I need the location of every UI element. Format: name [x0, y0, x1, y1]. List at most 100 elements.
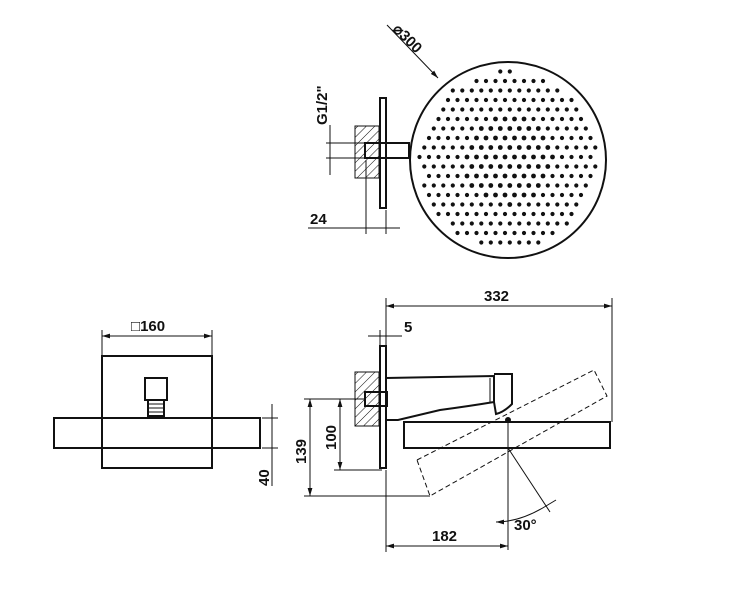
length-label: 332 [484, 288, 509, 305]
nozzle-dot [536, 202, 541, 207]
nozzle-dot [450, 126, 455, 131]
nozzle-dot [488, 145, 494, 150]
nozzle-dot [507, 164, 513, 169]
nozzle-dot [521, 211, 527, 217]
nozzle-dot [474, 135, 479, 141]
nozzle-dot [502, 192, 508, 198]
nozzle-dot [441, 107, 446, 112]
nozzle-dot [445, 116, 451, 122]
nozzle-dot [464, 230, 470, 236]
nozzle-dot [512, 116, 517, 122]
nozzle-dot [583, 145, 588, 150]
nozzle-dot [493, 97, 498, 103]
nozzle-dot [516, 145, 522, 150]
nozzle-pattern [417, 69, 598, 245]
nozzle-dot [502, 135, 508, 141]
nozzle-dot [516, 183, 522, 188]
nozzle-dot [483, 78, 489, 84]
nozzle-dot [474, 173, 479, 179]
nozzle-dot [488, 202, 493, 207]
nozzle-dot [455, 135, 460, 141]
head-slab-arm [403, 421, 611, 449]
nozzle-dot [559, 116, 565, 122]
nozzle-dot [502, 173, 508, 179]
nozzle-dot [464, 173, 470, 179]
nozzle-dot [436, 173, 441, 179]
nozzle-dot [455, 154, 460, 160]
nozzle-dot [512, 135, 517, 141]
nozzle-dot [488, 126, 494, 131]
nozzle-dot [488, 88, 493, 93]
nozzle-dot [531, 230, 536, 236]
nozzle-dot [488, 107, 493, 112]
nozzle-dot [436, 154, 441, 160]
nozzle-dot [540, 135, 546, 141]
nozzle-dot [493, 135, 498, 141]
nozzle-dot [464, 116, 470, 122]
nozzle-dot [460, 183, 465, 188]
nozzle-dot [559, 211, 565, 217]
nozzle-dot [564, 202, 569, 207]
nozzle-dot [569, 116, 574, 122]
nozzle-dot [540, 173, 546, 179]
angle-tick [545, 499, 557, 507]
nozzle-dot [559, 135, 565, 141]
nozzle-dot [498, 202, 503, 207]
nozzle-dot [564, 126, 569, 131]
nozzle-dot [555, 107, 560, 112]
nozzle-dot [426, 173, 432, 179]
nozzle-dot [512, 192, 517, 198]
nozzle-dot [588, 135, 593, 141]
nozzle-dot [512, 173, 517, 179]
side-view-head: □160 40 [53, 318, 278, 486]
nozzle-dot [512, 230, 517, 236]
nozzle-dot [483, 211, 489, 217]
nozzle-dot [521, 173, 527, 179]
nozzle-dot [436, 135, 441, 141]
nozzle-dot [536, 240, 541, 245]
nozzle-dot [531, 192, 536, 198]
nozzle-dot [564, 221, 569, 226]
nozzle-dot [460, 202, 465, 207]
nozzle-dot [550, 154, 555, 160]
nozzle-dot [436, 192, 441, 198]
nozzle-dot [526, 145, 532, 150]
nozzle-dot [469, 145, 475, 150]
nozzle-dot [555, 145, 560, 150]
nozzle-dot [578, 173, 584, 179]
nozzle-dot [483, 173, 489, 179]
nozzle-dot [559, 192, 565, 198]
front-view: ⌀300 G1/2" 24 [308, 21, 607, 259]
nozzle-dot [521, 78, 527, 84]
nozzle-dot [535, 164, 541, 169]
nozzle-dot [498, 69, 503, 74]
nozzle-dot [574, 183, 579, 188]
nozzle-dot [469, 202, 474, 207]
nozzle-dot [569, 211, 574, 217]
nozzle-dot [431, 202, 436, 207]
angle-arc [495, 505, 547, 525]
nozzle-dot [540, 78, 546, 84]
nozzle-dot [441, 145, 446, 150]
nozzle-dot [583, 183, 588, 188]
nozzle-dot [526, 183, 532, 188]
nozzle-dot [521, 135, 527, 141]
nozzle-dot [507, 88, 512, 93]
nozzle-dot [498, 88, 503, 93]
nozzle-dot [574, 107, 579, 112]
nozzle-dot [564, 164, 569, 169]
square-plate [101, 355, 213, 469]
nozzle-dot [555, 221, 560, 226]
nozzle-dot [498, 107, 503, 112]
nozzle-dot [455, 192, 460, 198]
nozzle-dot [479, 202, 484, 207]
nozzle-dot [564, 107, 569, 112]
nozzle-dot [536, 221, 541, 226]
nozzle-dot [540, 154, 546, 160]
nozzle-dot [516, 164, 522, 169]
nozzle-dot [517, 202, 522, 207]
nozzle-dot [441, 164, 446, 169]
outlet-height-label: 100 [323, 425, 340, 450]
nozzle-dot [531, 211, 536, 217]
nozzle-dot [569, 154, 574, 160]
